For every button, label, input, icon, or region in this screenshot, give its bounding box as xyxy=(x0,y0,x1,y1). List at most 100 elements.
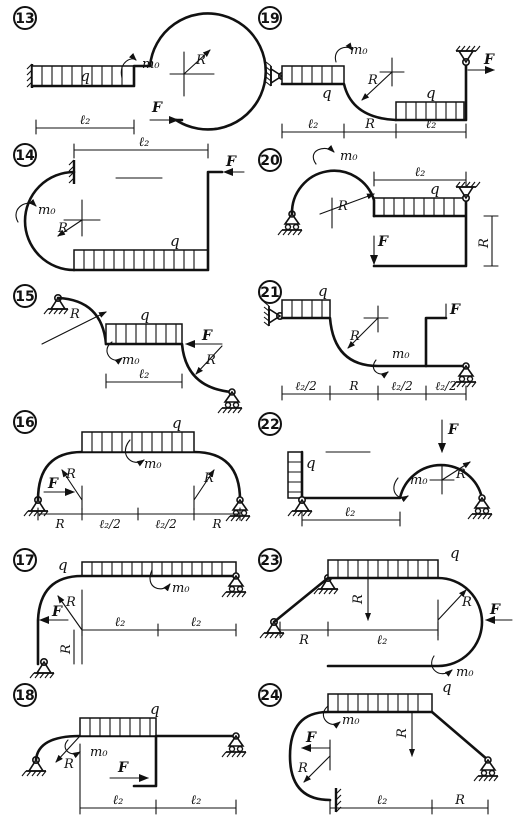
distributed-load-q xyxy=(81,561,237,577)
radius-label: R xyxy=(367,73,378,88)
pin-support xyxy=(29,657,55,679)
moment-label: m₀ xyxy=(172,581,190,596)
beam xyxy=(300,450,484,500)
moment-label: m₀ xyxy=(90,745,108,760)
problem-number-badge xyxy=(13,6,37,30)
problem-number-badge xyxy=(13,143,37,167)
load-label: q xyxy=(80,67,90,85)
radius-label: R xyxy=(195,53,206,68)
circular-arc-beam xyxy=(290,169,376,216)
problem-number: 21 xyxy=(260,285,279,301)
distributed-load-q xyxy=(79,717,157,737)
span-label-4: R xyxy=(211,517,221,531)
problem-number-badge xyxy=(13,548,37,572)
problem-number-badge xyxy=(258,683,282,707)
span-label-1: R xyxy=(298,633,309,648)
force-label: F xyxy=(447,422,459,438)
moment-label: m₀ xyxy=(342,713,360,728)
problem-22: 22 q m₀ R F ℓ₂ xyxy=(258,412,493,527)
span-label-1: ℓ₂/2 xyxy=(295,379,317,393)
radius-label: R xyxy=(63,757,74,772)
problem-17: 17 q m₀ F R R ℓ₂ ℓ₂ xyxy=(13,548,247,679)
distributed-load-q xyxy=(105,323,183,345)
moment-arrow xyxy=(15,198,37,223)
load-label: q xyxy=(172,414,182,432)
moment-arrow xyxy=(322,705,341,729)
moment-label: m₀ xyxy=(144,457,162,472)
span-label-3: ℓ₂ xyxy=(426,117,437,132)
beam xyxy=(280,82,398,122)
problem-19: 19 q q m₀ R F ℓ₂ R ℓ₂ xyxy=(258,6,495,139)
problem-number: 13 xyxy=(15,11,34,27)
span-label-1: R xyxy=(54,517,64,531)
vertical-dimension-label: R xyxy=(477,238,492,249)
force-label: F xyxy=(305,730,317,746)
load-label-2: q xyxy=(426,84,436,102)
moment-arrow xyxy=(334,42,353,63)
problem-number: 23 xyxy=(260,553,279,569)
radius-line xyxy=(41,311,107,345)
distributed-load-q xyxy=(281,299,331,319)
load-label: q xyxy=(430,180,440,198)
radius-label: R xyxy=(395,728,410,739)
moment-label: m₀ xyxy=(122,353,140,368)
problem-number-badge xyxy=(258,280,282,304)
span-label: ℓ₂ xyxy=(80,113,91,128)
problem-number-badge xyxy=(13,284,37,308)
problem-18: 18 q m₀ F R ℓ₂ ℓ₂ xyxy=(13,683,247,815)
radius-label: R xyxy=(351,594,366,605)
circular-arc-beam xyxy=(23,170,76,272)
roller-support xyxy=(467,494,493,520)
radius-label-2: R xyxy=(203,471,214,486)
problem-number: 15 xyxy=(15,289,34,305)
radius-label: R xyxy=(69,307,80,322)
problem-20: 20 q m₀ R F ℓ₂ R xyxy=(258,144,499,268)
load-label: q xyxy=(450,544,460,562)
radius-line xyxy=(303,755,331,783)
force-label: F xyxy=(449,302,461,318)
force-label: F xyxy=(47,476,59,492)
circular-arc-beam xyxy=(56,296,108,346)
beam xyxy=(104,342,234,394)
moment-label: m₀ xyxy=(410,473,428,488)
problem-number-badge xyxy=(13,410,37,434)
problem-number-badge xyxy=(258,548,282,572)
radius-label: R xyxy=(337,199,348,214)
moment-arrow xyxy=(64,739,81,759)
problem-number-badge xyxy=(258,6,282,30)
problem-number: 18 xyxy=(15,688,34,704)
radius-line xyxy=(61,469,83,501)
span-label-2: R xyxy=(454,793,465,808)
radius-label-2: R xyxy=(59,644,74,655)
moment-arrow xyxy=(120,52,137,79)
problem-15: 15 q F m₀ R R ℓ₂ xyxy=(13,284,243,414)
problem-number: 19 xyxy=(260,11,279,27)
span-label-1: ℓ₂ xyxy=(377,793,388,808)
span-label: ℓ₂ xyxy=(139,367,150,382)
force-label: F xyxy=(483,52,495,68)
beam xyxy=(72,170,224,272)
span-label: ℓ₂ xyxy=(139,135,150,150)
pin-support-top xyxy=(455,45,481,67)
span-label: ℓ₂ xyxy=(415,165,426,180)
load-label: q xyxy=(170,232,180,250)
force-label: F xyxy=(151,100,163,116)
load-label: q xyxy=(306,454,316,472)
force-label: F xyxy=(51,604,63,620)
radius-label: R xyxy=(65,595,76,610)
moment-label: m₀ xyxy=(350,43,368,58)
problem-number: 22 xyxy=(260,417,279,433)
problem-14: 14 ℓ₂ q F m₀ R xyxy=(13,135,245,272)
load-label: q xyxy=(442,678,452,696)
moment-arrow xyxy=(124,439,145,467)
span-label-2: ℓ₂ xyxy=(191,793,202,808)
beam xyxy=(280,316,468,368)
radius-label: R xyxy=(57,221,68,236)
problem-number: 24 xyxy=(260,688,280,704)
distributed-load-q xyxy=(327,693,433,713)
problem-number-badge xyxy=(258,412,282,436)
radius-label: R xyxy=(455,467,466,482)
moment-label: m₀ xyxy=(392,347,410,362)
force-label: F xyxy=(201,328,213,344)
moment-label: m₀ xyxy=(38,203,56,218)
